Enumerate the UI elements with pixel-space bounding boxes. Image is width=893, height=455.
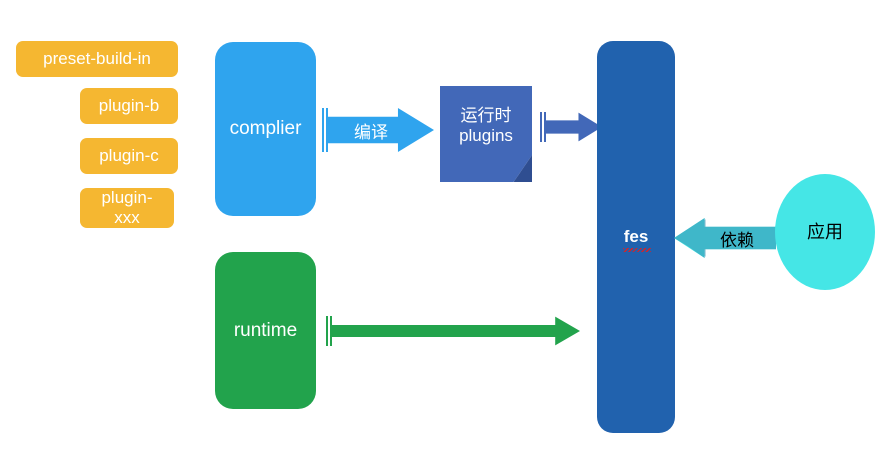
node-fes[interactable]: fes <box>597 41 675 433</box>
plugin-chip-plugin-b[interactable]: plugin-b <box>80 88 178 124</box>
arrow-compile-body: 编译 <box>328 108 434 152</box>
spellcheck-underline-icon <box>622 247 652 252</box>
plugin-chip-label: preset-build-in <box>43 49 151 69</box>
plugin-chip-label: plugin-b <box>98 96 160 116</box>
plugin-chip-preset-build-in[interactable]: preset-build-in <box>16 41 178 77</box>
arrow-compile[interactable]: 编译 <box>322 108 434 152</box>
node-complier-label: complier <box>229 118 302 140</box>
arrow-runtime-to-fes-tail <box>326 316 332 346</box>
node-fes-label-wrapper: fes <box>622 227 652 252</box>
node-runtime-plugins-text: 运行时 plugins <box>459 106 513 145</box>
node-runtime[interactable]: runtime <box>215 252 316 409</box>
node-runtime-plugins-line2: plugins <box>459 126 513 145</box>
node-app-label: 应用 <box>807 221 843 242</box>
plugin-chip-plugin-xxx[interactable]: plugin- xxx <box>80 188 174 228</box>
arrow-runtime-to-fes-shape <box>332 316 580 346</box>
arrow-plugins-to-fes-tail <box>540 112 546 142</box>
plugin-chip-label-line1: plugin- <box>101 188 153 208</box>
arrow-runtime-to-fes[interactable] <box>326 316 580 346</box>
arrow-runtime-to-fes-body <box>332 316 580 346</box>
node-runtime-plugins-line1: 运行时 <box>460 106 512 126</box>
arrow-plugins-to-fes-body <box>546 112 602 142</box>
arrow-compile-label: 编译 <box>354 122 388 142</box>
arrow-depend-body: 依赖 <box>674 218 776 258</box>
arrow-plugins-to-fes[interactable] <box>540 112 602 142</box>
arrow-depend[interactable]: 依赖 <box>674 218 776 258</box>
arrow-depend-label: 依赖 <box>720 230 754 250</box>
plugin-chip-label-line2: xxx <box>114 208 140 227</box>
plugin-chip-plugin-c[interactable]: plugin-c <box>80 138 178 174</box>
arrow-plugins-to-fes-shape <box>546 112 602 142</box>
node-app[interactable]: 应用 <box>775 174 875 290</box>
node-runtime-plugins-shape: 运行时 plugins <box>440 86 532 182</box>
arrow-compile-tail <box>322 108 328 152</box>
plugin-chip-label: plugin-c <box>99 146 159 166</box>
node-runtime-plugins[interactable]: 运行时 plugins <box>440 86 532 182</box>
node-complier[interactable]: complier <box>215 42 316 216</box>
node-runtime-label: runtime <box>233 319 298 341</box>
node-fes-label: fes <box>623 227 649 247</box>
